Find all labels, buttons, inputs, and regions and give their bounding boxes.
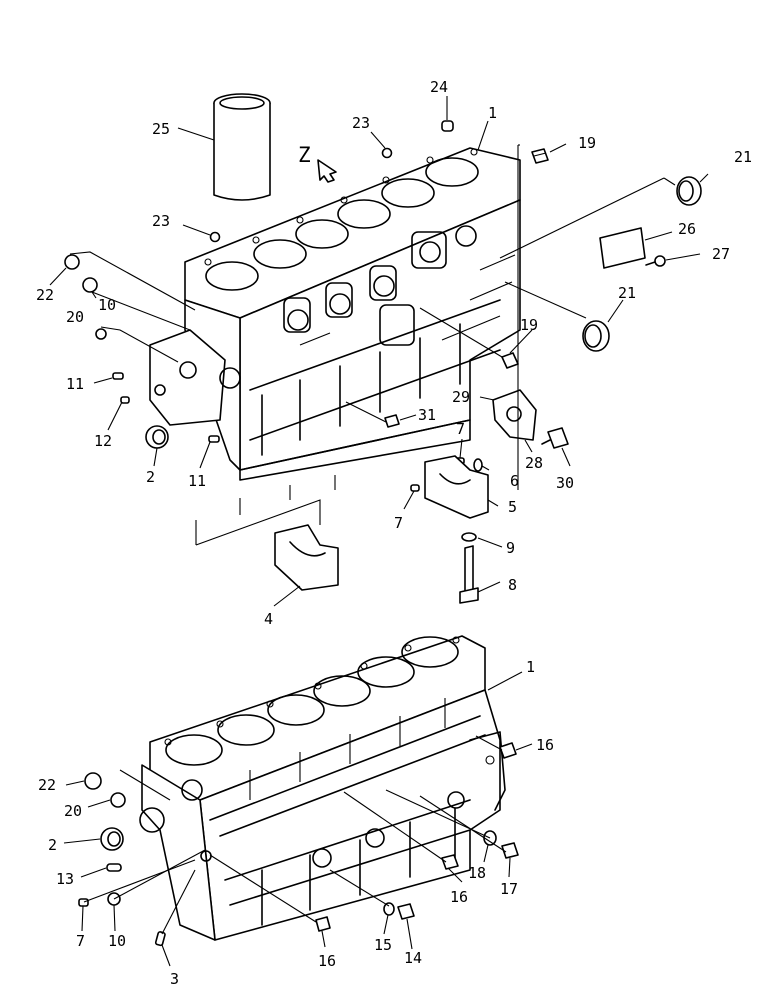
upper-cylinder-block bbox=[149, 147, 521, 481]
callout-12: 12 bbox=[94, 432, 112, 450]
callout-23: 23 bbox=[352, 114, 370, 132]
plug-20-bottom bbox=[110, 792, 126, 808]
callout-14: 14 bbox=[404, 949, 422, 967]
pin-11-top bbox=[112, 372, 124, 380]
callout-20: 20 bbox=[66, 308, 84, 326]
callout-27: 27 bbox=[712, 245, 730, 263]
bushing-2-bottom bbox=[100, 827, 124, 851]
callout-16: 16 bbox=[450, 888, 468, 906]
callout-23: 23 bbox=[152, 212, 170, 230]
pin-12 bbox=[120, 396, 130, 404]
callout-8: 8 bbox=[508, 576, 517, 594]
callout-7: 7 bbox=[76, 932, 85, 950]
main-bearing-cap-4 bbox=[274, 524, 339, 591]
bolt-16-right bbox=[499, 742, 517, 759]
pin-7-mid bbox=[410, 484, 420, 492]
callout-19: 19 bbox=[578, 134, 596, 152]
washer-9 bbox=[461, 532, 477, 542]
callout-1: 1 bbox=[526, 658, 535, 676]
pin-7-bottom bbox=[78, 898, 89, 907]
callout-11: 11 bbox=[66, 375, 84, 393]
callout-28: 28 bbox=[525, 454, 543, 472]
callout-29: 29 bbox=[452, 388, 470, 406]
view-marker-z: Z bbox=[298, 143, 311, 167]
callout-5: 5 bbox=[508, 498, 517, 516]
plug-16-bottom bbox=[315, 916, 331, 932]
callout-30: 30 bbox=[556, 474, 574, 492]
seal-ring-21-top bbox=[676, 176, 702, 206]
callout-3: 3 bbox=[170, 970, 179, 988]
bolt-19-mid bbox=[501, 352, 519, 369]
bolt-19-top bbox=[531, 148, 549, 164]
cylinder-liner-25 bbox=[213, 93, 271, 201]
pin-11-mid bbox=[208, 435, 220, 443]
z-view-arrow bbox=[317, 159, 337, 183]
leader-lines bbox=[49, 96, 709, 967]
callout-16: 16 bbox=[318, 952, 336, 970]
dowel-6 bbox=[473, 458, 483, 472]
plug-14 bbox=[397, 903, 415, 920]
seal-ring-21-mid bbox=[582, 320, 610, 352]
screw-27 bbox=[645, 255, 666, 267]
callout-9: 9 bbox=[506, 539, 515, 557]
pin-13 bbox=[106, 863, 122, 872]
callout-10: 10 bbox=[108, 932, 126, 950]
callout-19: 19 bbox=[520, 316, 538, 334]
callout-17: 17 bbox=[500, 880, 518, 898]
callout-10: 10 bbox=[98, 296, 116, 314]
callout-labels: Z 25 24 23 23 1 19 21 26 27 22 20 10 21 … bbox=[36, 78, 752, 988]
callout-22: 22 bbox=[36, 286, 54, 304]
callout-11: 11 bbox=[188, 472, 206, 490]
callout-22: 22 bbox=[38, 776, 56, 794]
bushing-2-top bbox=[145, 425, 169, 449]
plug-16-center bbox=[441, 854, 459, 870]
main-bearing-cap-5 bbox=[424, 455, 489, 519]
pin-3 bbox=[154, 931, 166, 947]
plug-20-top bbox=[82, 277, 98, 293]
callout-16: 16 bbox=[536, 736, 554, 754]
callout-15: 15 bbox=[374, 936, 392, 954]
plug-22-top bbox=[64, 254, 80, 270]
callout-1: 1 bbox=[488, 104, 497, 122]
lower-cylinder-block bbox=[139, 635, 506, 941]
plug-24 bbox=[441, 120, 454, 132]
callout-21: 21 bbox=[734, 148, 752, 166]
cap-bolt-8 bbox=[459, 545, 479, 604]
callout-2: 2 bbox=[48, 836, 57, 854]
plug-15 bbox=[383, 902, 395, 916]
callout-7: 7 bbox=[456, 420, 465, 438]
callout-31: 31 bbox=[418, 406, 436, 424]
callout-13: 13 bbox=[56, 870, 74, 888]
callout-21: 21 bbox=[618, 284, 636, 302]
callout-4: 4 bbox=[264, 610, 273, 628]
callout-2: 2 bbox=[146, 468, 155, 486]
plug-23-left bbox=[209, 231, 221, 243]
callout-24: 24 bbox=[430, 78, 448, 96]
callout-18: 18 bbox=[468, 864, 486, 882]
callout-25: 25 bbox=[152, 120, 170, 138]
plug-23-top bbox=[381, 147, 393, 159]
flange-bolt-30 bbox=[541, 427, 569, 449]
plug-10-top bbox=[95, 328, 107, 340]
plug-17 bbox=[501, 842, 519, 859]
plate-26 bbox=[599, 227, 646, 269]
cover-29 bbox=[492, 389, 537, 441]
callout-7: 7 bbox=[394, 514, 403, 532]
plug-22-bottom bbox=[84, 772, 102, 790]
callout-20: 20 bbox=[64, 802, 82, 820]
plug-31 bbox=[384, 414, 400, 428]
callout-26: 26 bbox=[678, 220, 696, 238]
callout-6: 6 bbox=[510, 472, 519, 490]
